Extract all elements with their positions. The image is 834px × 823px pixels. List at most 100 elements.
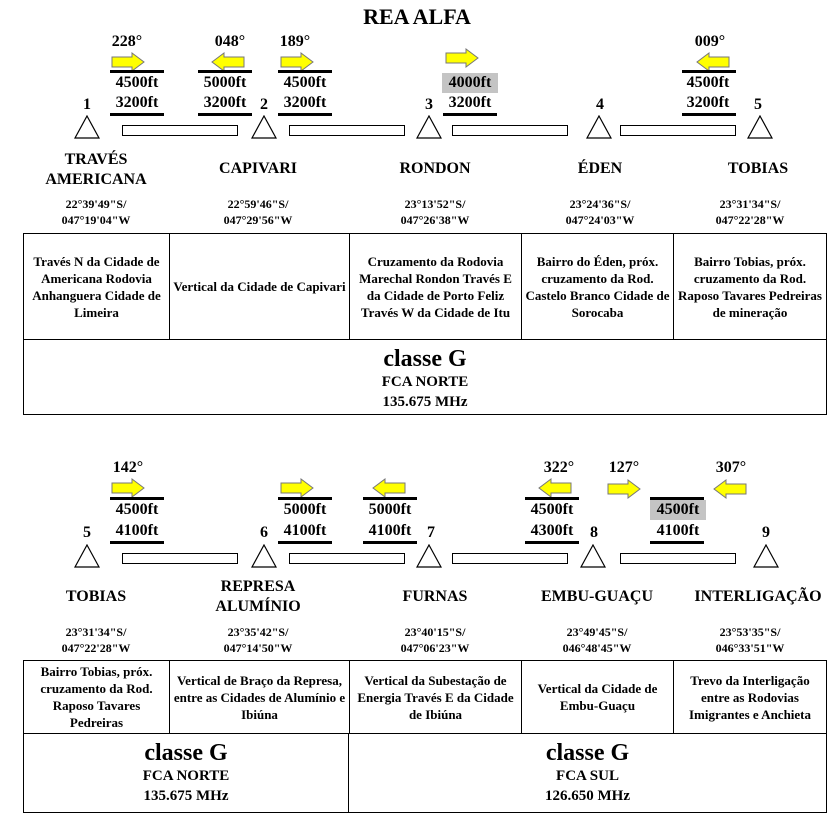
left-arrow-icon: [713, 479, 747, 499]
waypoint-number: 5: [83, 524, 91, 541]
route-segment: [289, 553, 405, 564]
airspace-class-block: classe G FCA NORTE 135.675 MHz classe G …: [23, 733, 827, 813]
heading-label: 307°: [715, 459, 747, 476]
lower-altitude: 4100ft: [368, 522, 412, 539]
heading-label: 048°: [214, 33, 246, 50]
longitude: 047°26'38"W: [400, 213, 470, 227]
description-table: Través N da Cidade de Americana Rodovia …: [23, 233, 827, 340]
lower-altitude: 4100ft: [283, 522, 327, 539]
waypoint-name: EMBU-GUAÇU: [541, 588, 653, 605]
description-table: Bairro Tobias, próx. cruzamento da Rod. …: [23, 660, 827, 734]
latitude: 23°31'34"S/: [719, 197, 781, 211]
waypoint-name: TOBIAS: [65, 588, 127, 605]
left-arrow-icon: [211, 52, 245, 72]
waypoint-number: 3: [425, 96, 433, 113]
waypoint-description: Vertical da Cidade de Capivari: [170, 234, 350, 339]
lower-altitude: 3200ft: [115, 94, 159, 111]
waypoint-number: 1: [83, 96, 91, 113]
waypoint-description: Través N da Cidade de Americana Rodovia …: [24, 234, 170, 339]
waypoint-name: CAPIVARI: [219, 160, 297, 177]
route-segment: [452, 553, 568, 564]
airspace-class: classe G: [383, 346, 467, 372]
longitude: 047°24'03"W: [565, 213, 635, 227]
upper-altitude: 4500ft: [530, 501, 574, 518]
waypoint-triangle-icon: [251, 115, 277, 139]
lower-altitude: 4100ft: [656, 522, 700, 539]
waypoint-triangle-icon: [586, 115, 612, 139]
waypoint-number: 8: [590, 524, 598, 541]
heading-label: 228°: [111, 33, 143, 50]
altitude-bar: [682, 70, 736, 73]
latitude: 23°24'36"S/: [569, 197, 631, 211]
airspace-class: classe G: [545, 740, 630, 766]
waypoint-triangle-icon: [753, 544, 779, 568]
longitude: 047°14'50"W: [223, 641, 293, 655]
lower-altitude: 3200ft: [283, 94, 327, 111]
upper-altitude: 5000ft: [368, 501, 412, 518]
waypoint-name: RONDON: [399, 160, 471, 177]
fca-frequency: 135.675 MHz: [143, 788, 229, 804]
upper-altitude: 4500ft: [686, 74, 730, 91]
latitude: 23°49'45"S/: [566, 625, 628, 639]
altitude-bar: [278, 497, 332, 500]
altitude-bar: [278, 541, 332, 544]
latitude: 23°40'15"S/: [404, 625, 466, 639]
waypoint-triangle-icon: [580, 544, 606, 568]
waypoint-number: 9: [762, 524, 770, 541]
waypoint-description: Vertical da Cidade de Embu-Guaçu: [522, 661, 674, 733]
waypoint-number: 7: [427, 524, 435, 541]
latitude: 22°39'49"S/: [65, 197, 127, 211]
altitude-bar: [363, 541, 417, 544]
altitude-bar: [525, 497, 579, 500]
longitude: 047°19'04"W: [61, 213, 131, 227]
upper-altitude: 4500ft: [115, 74, 159, 91]
altitude-bar: [363, 497, 417, 500]
upper-altitude: 4500ft: [283, 74, 327, 91]
left-arrow-icon: [696, 52, 730, 72]
waypoint-description: Bairro Tobias, próx. cruzamento da Rod. …: [24, 661, 170, 733]
altitude-bar: [682, 113, 736, 116]
waypoint-description: Vertical da Subestação de Energia Través…: [350, 661, 522, 733]
fca-name: FCA NORTE: [381, 374, 469, 390]
lower-altitude: 3200ft: [448, 94, 492, 111]
altitude-bar: [525, 541, 579, 544]
route-segment: [122, 125, 238, 136]
altitude-bar: [443, 113, 497, 116]
airspace-class-block: classe G FCA NORTE 135.675 MHz: [23, 339, 827, 415]
longitude: 047°22'28"W: [715, 213, 785, 227]
altitude-bar: [110, 113, 164, 116]
waypoint-triangle-icon: [747, 115, 773, 139]
right-arrow-icon: [607, 479, 641, 499]
waypoint-number: 2: [260, 96, 268, 113]
heading-label: 009°: [694, 33, 726, 50]
lower-altitude: 4100ft: [115, 522, 159, 539]
page-title: REA ALFA: [363, 4, 471, 29]
waypoint-triangle-icon: [74, 544, 100, 568]
waypoint-number: 5: [754, 96, 762, 113]
longitude: 046°33'51"W: [715, 641, 785, 655]
heading-label: 322°: [543, 459, 575, 476]
latitude: 23°13'52"S/: [404, 197, 466, 211]
waypoint-number: 6: [260, 524, 268, 541]
altitude-bar: [110, 70, 164, 73]
latitude: 22°59'46"S/: [227, 197, 289, 211]
longitude: 047°22'28"W: [61, 641, 131, 655]
altitude-bar: [110, 497, 164, 500]
waypoint-name: FURNAS: [402, 588, 468, 605]
waypoint-triangle-icon: [416, 115, 442, 139]
right-arrow-icon: [280, 52, 314, 72]
waypoint-name: TRAVÉS AMERICANA: [45, 151, 147, 188]
waypoint-description: Cruzamento da Rodovia Marechal Rondon Tr…: [350, 234, 522, 339]
upper-altitude: 5000ft: [283, 501, 327, 518]
waypoint-number: 4: [596, 96, 604, 113]
waypoint-description: Bairro Tobias, próx. cruzamento da Rod. …: [678, 253, 822, 320]
upper-altitude: 4500ft: [115, 501, 159, 518]
latitude: 23°35'42"S/: [227, 625, 289, 639]
left-arrow-icon: [538, 478, 572, 498]
waypoint-description: Trevo da Interligação entre as Rodovias …: [688, 672, 812, 722]
waypoint-description: Vertical de Braço da Represa, entre as C…: [170, 661, 350, 733]
heading-label: 189°: [279, 33, 311, 50]
waypoint-name: REPRESA ALUMÍNIO: [215, 578, 301, 615]
altitude-bar: [650, 497, 704, 500]
left-arrow-icon: [372, 478, 406, 498]
